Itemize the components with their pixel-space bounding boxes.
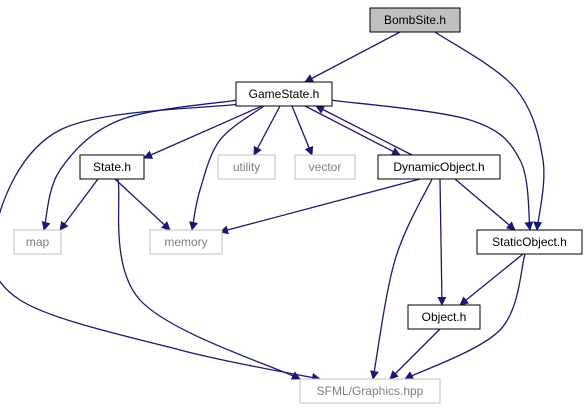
node-map-label: map bbox=[26, 235, 50, 249]
node-object-label: Object.h bbox=[422, 310, 467, 324]
node-vector-box bbox=[294, 154, 356, 180]
node-sfml-label: SFML/Graphics.hpp bbox=[317, 384, 424, 398]
node-vector: vector bbox=[294, 154, 356, 180]
node-utility: utility bbox=[217, 154, 276, 180]
edge-dynamicobject-to-gamestate bbox=[315, 105, 413, 156]
edge-gamestate-to-dynamicobject bbox=[304, 105, 401, 156]
node-staticobject-label: StaticObject.h bbox=[492, 235, 567, 249]
node-memory-box bbox=[149, 229, 223, 255]
edge-gamestate-to-vector bbox=[291, 105, 314, 156]
edge-bombsite-to-gamestate bbox=[304, 31, 401, 83]
node-gamestate[interactable]: GameState.h bbox=[235, 81, 333, 107]
edge-state-to-map bbox=[59, 178, 99, 231]
edge-gamestate-to-memory bbox=[189, 105, 265, 231]
node-bombsite[interactable]: BombSite.h bbox=[369, 7, 461, 33]
node-vector-label: vector bbox=[309, 160, 342, 174]
node-memory: memory bbox=[149, 229, 223, 255]
edge-state-to-memory bbox=[114, 178, 171, 231]
node-dynamicobject[interactable]: DynamicObject.h bbox=[377, 154, 501, 180]
edge-dynamicobject-to-staticobject bbox=[454, 178, 516, 231]
node-bombsite-label: BombSite.h bbox=[384, 13, 446, 27]
edge-staticobject-to-sfml bbox=[404, 253, 526, 380]
edge-gamestate-to-state bbox=[143, 105, 263, 159]
edge-gamestate-to-utility bbox=[253, 105, 281, 156]
node-state[interactable]: State.h bbox=[79, 154, 145, 180]
node-gamestate-label: GameState.h bbox=[249, 87, 320, 101]
node-utility-label: utility bbox=[233, 160, 260, 174]
edge-gamestate-to-staticobject bbox=[329, 99, 534, 231]
edge-bombsite-to-staticobject bbox=[434, 31, 545, 231]
node-dynamicobject-label: DynamicObject.h bbox=[393, 160, 484, 174]
node-bombsite-box bbox=[369, 7, 461, 33]
node-gamestate-box bbox=[235, 81, 333, 107]
edge-staticobject-to-object bbox=[459, 253, 524, 306]
node-sfml: SFML/Graphics.hpp bbox=[299, 378, 441, 404]
edge-gamestate-to-sfml bbox=[0, 103, 321, 382]
node-object-box bbox=[407, 304, 481, 330]
node-map-box bbox=[13, 229, 62, 255]
node-utility-box bbox=[217, 154, 276, 180]
node-object[interactable]: Object.h bbox=[407, 304, 481, 330]
node-state-label: State.h bbox=[93, 160, 131, 174]
edge-state-to-sfml bbox=[117, 178, 301, 380]
node-map: map bbox=[13, 229, 62, 255]
node-staticobject-box bbox=[476, 229, 583, 255]
node-sfml-box bbox=[299, 378, 441, 404]
node-memory-label: memory bbox=[164, 235, 207, 249]
node-staticobject[interactable]: StaticObject.h bbox=[476, 229, 583, 255]
edges-layer bbox=[0, 31, 545, 382]
edge-gamestate-to-map bbox=[41, 99, 239, 231]
edge-dynamicobject-to-memory bbox=[219, 178, 421, 235]
edge-object-to-sfml bbox=[389, 328, 441, 380]
edge-dynamicobject-to-object bbox=[437, 178, 447, 306]
nodes-layer: BombSite.h GameState.h State.h utility v… bbox=[13, 7, 583, 404]
node-state-box bbox=[79, 154, 145, 180]
node-dynamicobject-box bbox=[377, 154, 501, 180]
edge-dynamicobject-to-sfml bbox=[370, 178, 433, 380]
